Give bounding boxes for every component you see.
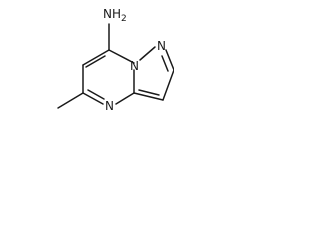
n-bridge-label: N xyxy=(130,59,139,73)
atom-labels: NH2 N N N xyxy=(103,7,166,113)
bond-n1-c2-inner xyxy=(161,55,169,72)
amino-label-main: NH xyxy=(103,7,121,21)
chemical-structure-diagram: NH2 N N N xyxy=(57,7,174,113)
amino-label-subscript: 2 xyxy=(121,14,127,24)
n-pyrimidine-label: N xyxy=(105,99,114,113)
bond-c7-c6-inner xyxy=(85,55,106,68)
amino-label: NH2 xyxy=(103,7,127,24)
bond-n8-n1 xyxy=(139,46,156,61)
bonds xyxy=(57,23,174,109)
bond-c5-methyl xyxy=(57,92,84,109)
bond-c3-c3a xyxy=(133,92,164,101)
n-pyrazole-label: N xyxy=(157,39,166,53)
bond-c2-c3 xyxy=(162,69,174,101)
bond-c5-n4 xyxy=(82,92,104,105)
bond-c7-n8 xyxy=(108,49,135,64)
bond-c5-n4-inner xyxy=(87,89,105,100)
bond-n4-c3a xyxy=(115,92,135,105)
bond-c3-c3a-inner xyxy=(138,89,160,96)
bond-n1-c2 xyxy=(165,49,174,71)
bond-c7-c6 xyxy=(82,49,110,66)
